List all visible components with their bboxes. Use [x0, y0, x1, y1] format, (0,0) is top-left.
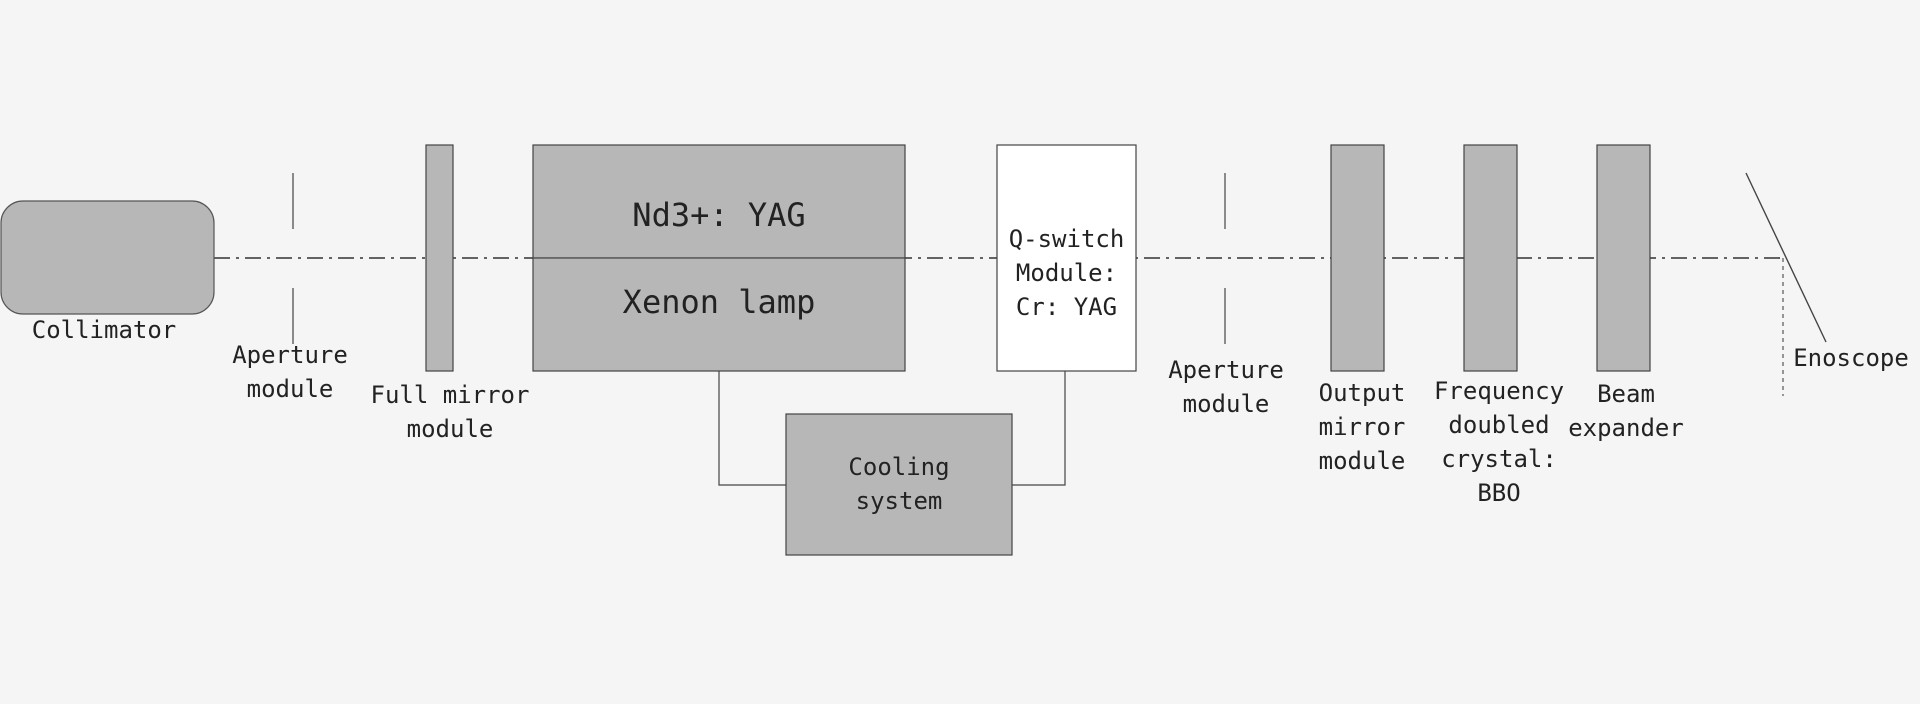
enoscope-label: Enoscope: [1793, 344, 1909, 372]
frequency-doubled-label: Frequency doubled crystal: BBO: [1433, 377, 1565, 507]
cooling-system-block: [785, 413, 1013, 556]
aperture-left-label: Aperture module: [232, 341, 348, 403]
frequency-doubled-block: [1463, 144, 1518, 372]
cooling-line-left: [718, 371, 786, 486]
pump-lamp-block: [532, 257, 906, 372]
gain-medium-block: [532, 144, 906, 259]
q-switch-label: Q-switch Module: Cr: YAG: [1008, 225, 1125, 321]
output-mirror-block: [1330, 144, 1385, 372]
q-switch-block: [996, 144, 1137, 372]
cooling-line-right: [1012, 371, 1066, 486]
collimator-block: [0, 200, 215, 315]
aperture-right-label: Aperture module: [1168, 356, 1284, 418]
collimator-label: Collimator: [31, 316, 177, 344]
full-mirror-label: Full mirror module: [370, 381, 530, 443]
full-mirror-block: [425, 144, 454, 372]
output-mirror-label: Output mirror module: [1318, 379, 1406, 475]
beam-expander-block: [1596, 144, 1651, 372]
enoscope-mirror: [1745, 172, 1827, 343]
beam-expander-label: Beam expander: [1568, 380, 1684, 442]
pump-lamp-label: Xenon lamp: [622, 283, 816, 321]
gain-medium-label: Nd3+: YAG: [632, 196, 806, 234]
cooling-system-label: Cooling system: [848, 453, 950, 515]
